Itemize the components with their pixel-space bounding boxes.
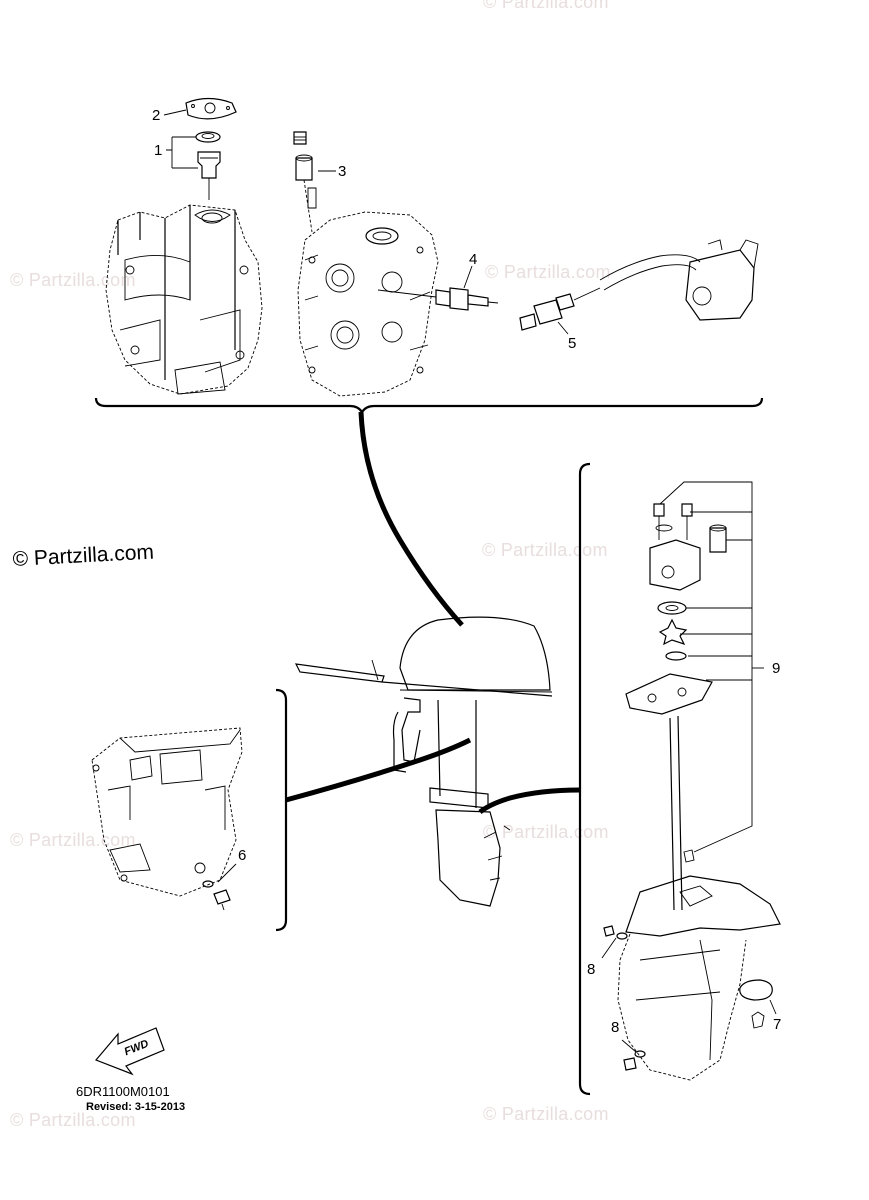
cylinder-head-part: [297, 211, 439, 397]
watermark: © Partzilla.com: [483, 1104, 609, 1124]
callout-5: 5: [568, 335, 577, 352]
bolt-part: [293, 131, 336, 233]
fuel-connector-part: [519, 254, 701, 335]
gasket-part: [185, 97, 237, 120]
seal-part: [195, 131, 221, 143]
fwd-arrow-icon: [94, 1027, 165, 1076]
callout-9: 9: [772, 660, 781, 677]
callout-2: 2: [152, 107, 161, 124]
watermark: © Partzilla.com: [10, 1110, 136, 1130]
watermark: © Partzilla.com: [10, 270, 136, 290]
callout-7: 7: [773, 1016, 782, 1033]
outboard-motor-part: [294, 616, 553, 907]
drain-screw-part: [202, 863, 237, 911]
screw-part: [601, 925, 646, 1071]
callout-8: 8: [587, 961, 596, 978]
callout-3: 3: [338, 163, 347, 180]
callout-6: 6: [238, 847, 247, 864]
anode-part: [739, 979, 777, 1029]
spark-plug-part: [377, 265, 499, 311]
callout-4: 4: [469, 251, 478, 268]
watermark: © Partzilla.com: [483, 822, 609, 842]
lower-unit-part: [617, 875, 781, 1081]
revised-date: Revised: 3-15-2013: [86, 1101, 186, 1113]
watermark: © Partzilla.com: [485, 262, 611, 282]
thermostat-part: [197, 151, 221, 200]
watermark: © Partzilla.com: [482, 540, 608, 560]
cylinder-block-part: [105, 204, 263, 395]
watermark: © Partzilla.com: [10, 830, 136, 850]
callout-1: 1: [154, 142, 163, 159]
diagram-code: 6DR1100M0101: [76, 1084, 170, 1099]
callout-8: 8: [611, 1019, 620, 1036]
watermark: © Partzilla.com: [483, 0, 609, 12]
upper-casing-part: [91, 727, 243, 897]
fuel-pump-part: [685, 239, 759, 321]
water-pump-part: [625, 503, 727, 911]
